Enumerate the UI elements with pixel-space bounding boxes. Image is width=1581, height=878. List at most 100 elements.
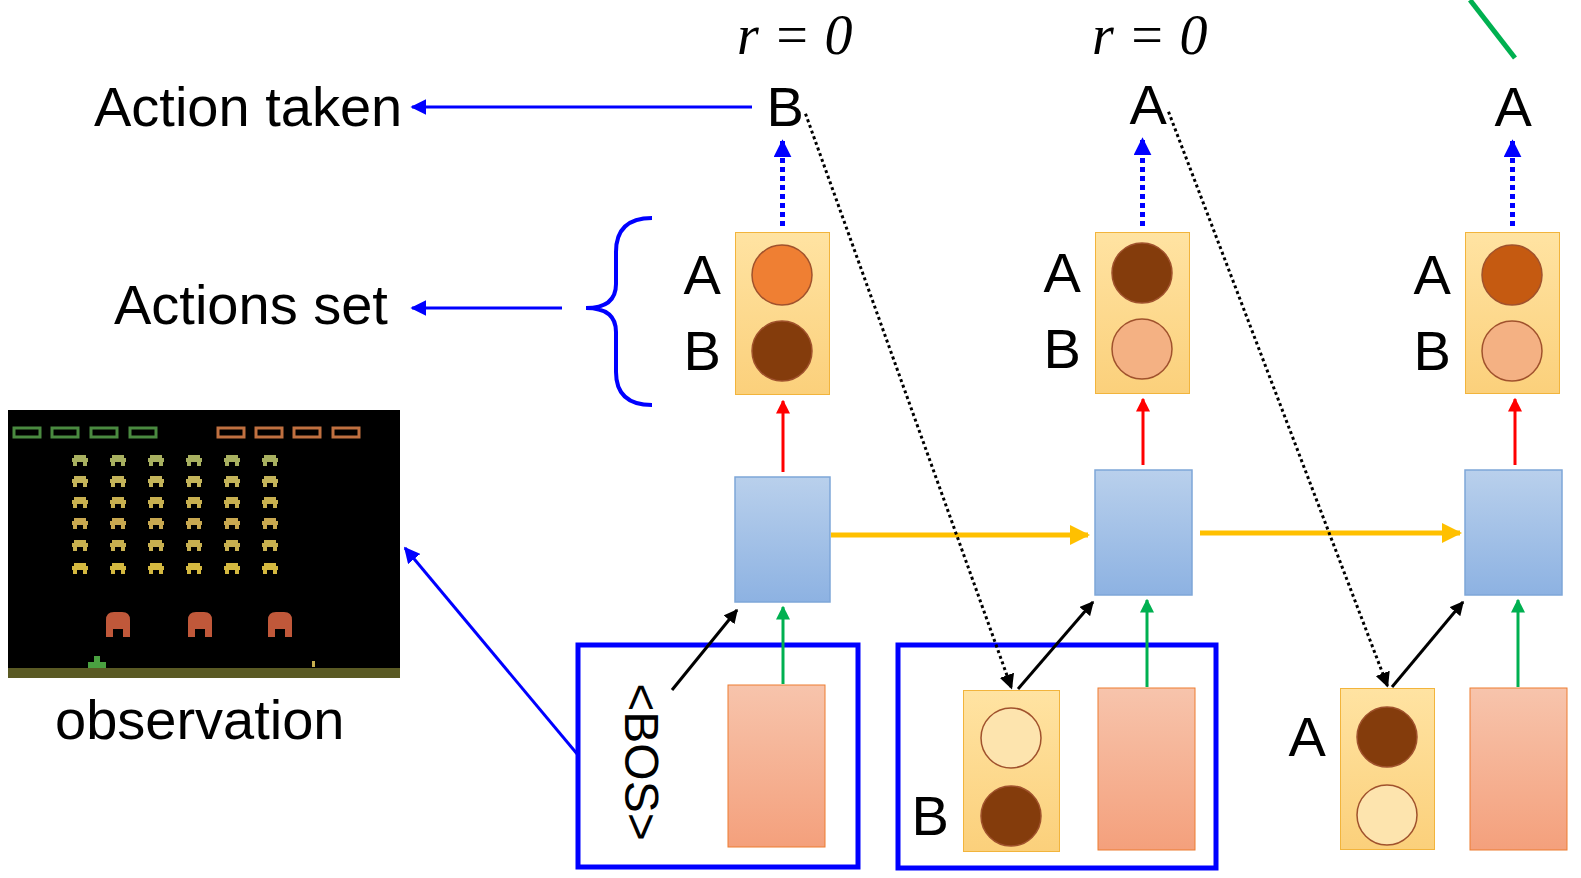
score-cell xyxy=(218,428,244,437)
reward-label: r = 0 xyxy=(737,7,853,63)
score-cell xyxy=(14,428,40,437)
label-holder: observation xyxy=(55,692,345,748)
observation-pointer xyxy=(405,548,578,755)
label-holder: r = 0 xyxy=(737,7,853,63)
label-pointer xyxy=(412,106,752,109)
reward-label: r = 0 xyxy=(1092,7,1208,63)
text-holder: B xyxy=(1414,323,1451,379)
recurrent-arrow xyxy=(831,533,1088,538)
text-holder: A xyxy=(1495,79,1532,135)
caption-label: Action taken xyxy=(94,79,402,135)
action-letter: A xyxy=(1414,247,1451,303)
game-screen xyxy=(8,410,400,678)
ground-strip xyxy=(8,668,400,678)
action-letter: B xyxy=(1414,323,1451,379)
reward-line xyxy=(1470,0,1515,58)
one-hot-input-box: A xyxy=(1340,688,1435,850)
rnn-cell xyxy=(1465,470,1562,595)
invader-row xyxy=(72,497,278,508)
input-group xyxy=(898,645,1216,868)
token-arrow xyxy=(1392,602,1463,687)
action-unit xyxy=(1357,785,1417,845)
action-unit xyxy=(1357,707,1417,767)
caption-label: observation xyxy=(55,692,345,748)
action-token: A xyxy=(1495,79,1532,135)
invader-row xyxy=(72,476,278,487)
action-unit xyxy=(981,708,1041,768)
invader-row xyxy=(72,540,278,551)
score-cell xyxy=(91,428,117,437)
rnn-cell xyxy=(735,477,830,602)
action-letter: B xyxy=(1044,321,1081,377)
invader-row xyxy=(72,518,278,529)
action-letter: A xyxy=(1044,245,1081,301)
action-set-box: AB xyxy=(1465,232,1560,394)
score-cell xyxy=(256,428,282,437)
circle-group xyxy=(736,233,828,393)
action-letter: A xyxy=(684,247,721,303)
score-cell xyxy=(333,428,359,437)
bunker xyxy=(188,612,212,637)
action-unit xyxy=(1482,321,1542,381)
input-arrow xyxy=(1146,600,1149,687)
input-group xyxy=(578,645,858,867)
token-label: <BOS> xyxy=(616,683,664,840)
input-arrow xyxy=(782,607,785,684)
action-letter: B xyxy=(912,788,949,844)
circle-group xyxy=(1341,689,1433,848)
feedback-arrow xyxy=(1169,112,1388,686)
rnn-cell xyxy=(1095,470,1192,595)
action-token: A xyxy=(1130,77,1167,133)
score-cell xyxy=(130,428,156,437)
text-holder: A xyxy=(1130,77,1167,133)
score-cell xyxy=(294,428,320,437)
observation-feature xyxy=(1098,688,1195,850)
output-arrow xyxy=(1514,399,1517,465)
invader-row xyxy=(72,563,278,574)
action-letter: B xyxy=(684,323,721,379)
caption-label: Actions set xyxy=(114,277,388,333)
shot xyxy=(312,661,315,667)
circle-group xyxy=(964,691,1058,850)
sampling-arrow xyxy=(780,141,785,226)
action-token: B xyxy=(767,79,804,135)
action-set-box: AB xyxy=(735,232,830,395)
text-holder: A xyxy=(1414,247,1451,303)
action-taken-letter: A xyxy=(1495,79,1532,135)
input-arrow xyxy=(1517,600,1520,687)
action-unit xyxy=(1112,319,1172,379)
score-cell xyxy=(52,428,78,437)
action-unit xyxy=(752,245,812,305)
output-arrow xyxy=(1142,399,1145,465)
text-holder: A xyxy=(1289,709,1326,765)
action-unit xyxy=(752,321,812,381)
player-cannon xyxy=(88,656,106,668)
action-taken-letter: A xyxy=(1130,77,1167,133)
action-taken-letter: B xyxy=(767,79,804,135)
sampling-arrow xyxy=(1510,141,1515,226)
curly-brace xyxy=(586,218,652,405)
sampling-arrow xyxy=(1140,139,1145,226)
label-pointer xyxy=(412,307,562,310)
observation-feature xyxy=(1470,688,1567,850)
action-unit xyxy=(1112,243,1172,303)
bunker xyxy=(106,612,130,637)
observation-feature xyxy=(728,685,825,847)
bunker xyxy=(268,612,292,637)
invader-row xyxy=(72,455,278,466)
text-holder: A xyxy=(684,247,721,303)
label-holder: <BOS> xyxy=(562,738,719,786)
token-arrow xyxy=(672,610,737,690)
text-holder: B xyxy=(912,788,949,844)
action-letter: A xyxy=(1289,709,1326,765)
text-holder: B xyxy=(684,323,721,379)
text-holder: B xyxy=(767,79,804,135)
circle-group xyxy=(1096,233,1188,392)
feedback-arrow xyxy=(806,114,1012,688)
output-arrow xyxy=(782,401,785,472)
label-holder: r = 0 xyxy=(1092,7,1208,63)
token-arrow xyxy=(1018,602,1093,689)
score-bar xyxy=(14,428,156,437)
